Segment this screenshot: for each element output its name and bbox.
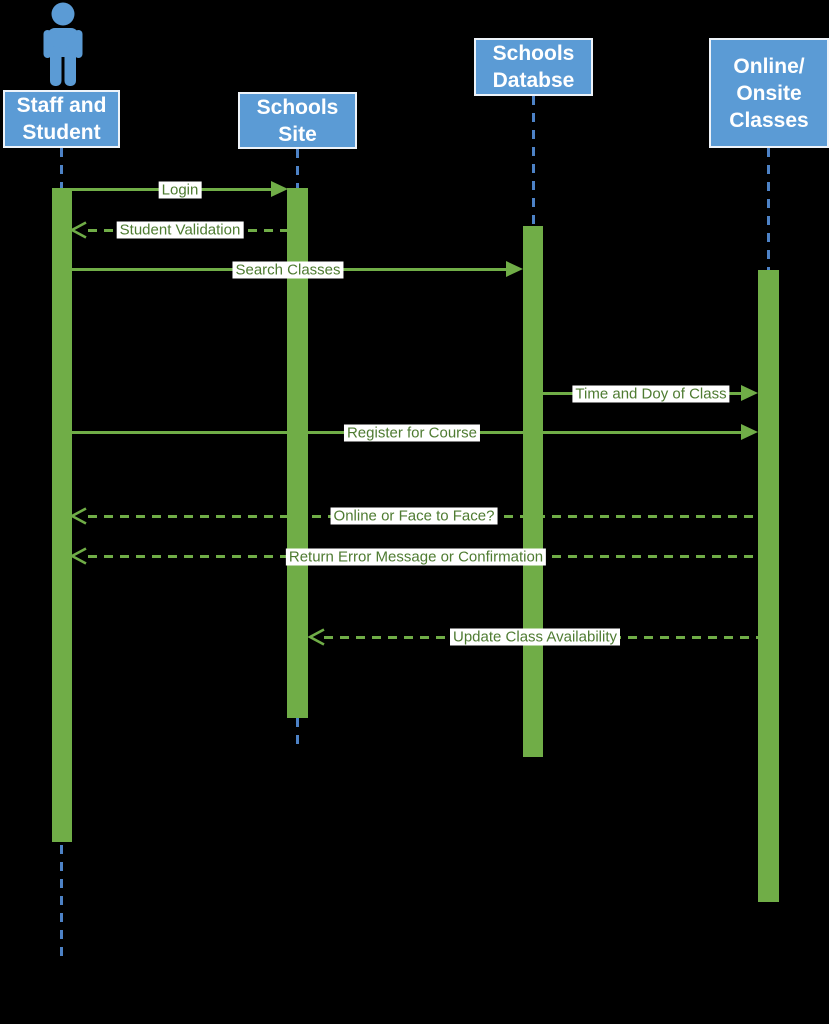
arrowhead-right-icon xyxy=(506,261,523,277)
actor-label-line: Student xyxy=(22,121,101,144)
lifeline-staff-lower xyxy=(60,845,63,958)
actor-label-line: Databse xyxy=(492,69,575,92)
lifeline-staff-upper xyxy=(60,148,63,188)
actor-box-online-onsite-classes: Online/ Onsite Classes xyxy=(709,38,829,148)
message-label: Search Classes xyxy=(232,261,344,279)
actor-label-line: Online/ xyxy=(733,54,805,78)
lifeline-site-lower xyxy=(296,718,299,745)
actor-box-staff-student: Staff and Student xyxy=(3,90,120,148)
arrowhead-right-icon xyxy=(741,424,758,440)
actor-label-line: Site xyxy=(278,122,317,146)
actor-label-line: Schools xyxy=(492,42,575,65)
actor-box-schools-site: Schools Site xyxy=(238,92,357,149)
message-label: Register for Course xyxy=(343,424,481,442)
activation-bar-site xyxy=(287,188,308,718)
lifeline-site-upper xyxy=(296,149,299,188)
actor-label-line: Onsite xyxy=(736,81,802,105)
arrowhead-left-icon xyxy=(70,547,87,565)
arrowhead-right-icon xyxy=(271,181,288,197)
message-label: Online or Face to Face? xyxy=(330,507,498,525)
arrowhead-left-icon xyxy=(70,507,87,525)
message-label: Update Class Availability xyxy=(450,628,620,646)
activation-bar-online xyxy=(758,270,779,902)
arrowhead-left-icon xyxy=(308,628,325,646)
activation-bar-db xyxy=(523,226,543,757)
message-label: Student Validation xyxy=(116,221,244,239)
actor-label-line: Classes xyxy=(729,108,809,132)
arrowhead-left-icon xyxy=(70,221,87,239)
lifeline-online xyxy=(767,148,770,270)
message-label: Time and Doy of Class xyxy=(572,385,730,403)
lifeline-db xyxy=(532,96,535,226)
actor-box-schools-database: Schools Databse xyxy=(474,38,593,96)
actor-label-line: Schools xyxy=(256,95,339,119)
actor-label-line: Staff and xyxy=(16,94,107,117)
message-label: Return Error Message or Confirmation xyxy=(285,548,547,566)
activation-bar-staff xyxy=(52,188,72,842)
arrowhead-right-icon xyxy=(741,385,758,401)
person-icon xyxy=(43,2,83,86)
message-label: Login xyxy=(158,181,202,199)
